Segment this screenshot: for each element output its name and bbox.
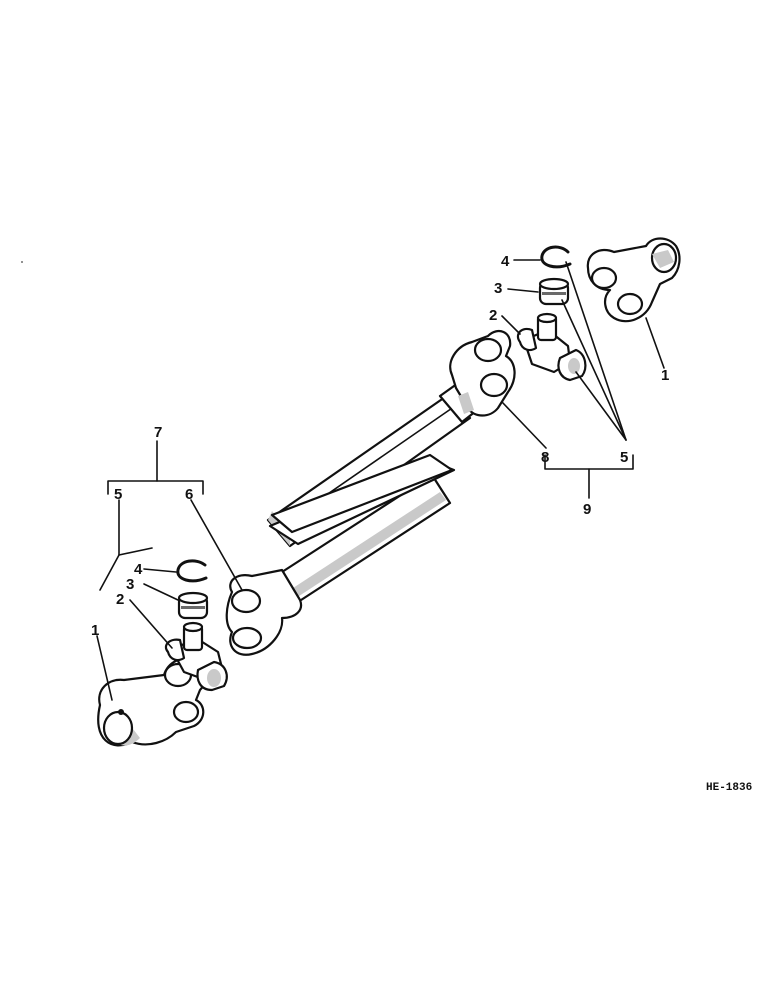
leader-4-left — [143, 568, 177, 573]
callout-1-right: 1 — [661, 367, 669, 384]
yoke-shaft — [438, 329, 516, 424]
bearing-cup-lower — [177, 591, 209, 620]
snap-ring-lower — [176, 559, 208, 583]
leader-2-left — [129, 599, 173, 649]
cross-bearing-lower — [164, 621, 228, 692]
callout-1-left: 1 — [91, 622, 99, 639]
leader-1-left — [96, 635, 113, 701]
leader-3-right — [507, 288, 539, 293]
leader-5-left — [99, 499, 153, 591]
square-bar-shaft-lower — [268, 453, 456, 546]
bracket-group-9 — [544, 454, 634, 499]
cross-bearing-upper — [516, 312, 587, 382]
bearing-cup-upper — [538, 277, 570, 306]
callout-7: 7 — [154, 424, 162, 441]
end-yoke-upper — [586, 237, 681, 323]
callout-4-right: 4 — [501, 253, 510, 270]
leader-1-right — [645, 317, 665, 369]
callout-4-left: 4 — [134, 561, 143, 578]
callout-2-right: 2 — [489, 307, 497, 324]
leader-6 — [190, 499, 243, 591]
callout-5-left: 5 — [114, 486, 122, 503]
leader-3-left — [143, 583, 179, 601]
callout-9: 9 — [583, 501, 591, 518]
callout-5-right: 5 — [620, 449, 628, 466]
callout-8: 8 — [541, 449, 549, 466]
scan-speck — [21, 261, 23, 263]
snap-ring-upper — [540, 245, 572, 269]
slip-yoke-tube — [225, 473, 452, 656]
leader-2-right — [501, 315, 521, 335]
end-yoke-lower — [97, 657, 208, 747]
bracket-group-7 — [107, 440, 204, 495]
leader-8 — [501, 401, 547, 449]
drawing-id: HE-1836 — [706, 782, 752, 794]
callout-6: 6 — [185, 486, 193, 503]
callout-3-right: 3 — [494, 280, 502, 297]
callout-2-left: 2 — [116, 591, 124, 608]
leader-5-right — [561, 261, 627, 441]
callout-3-left: 3 — [126, 576, 134, 593]
